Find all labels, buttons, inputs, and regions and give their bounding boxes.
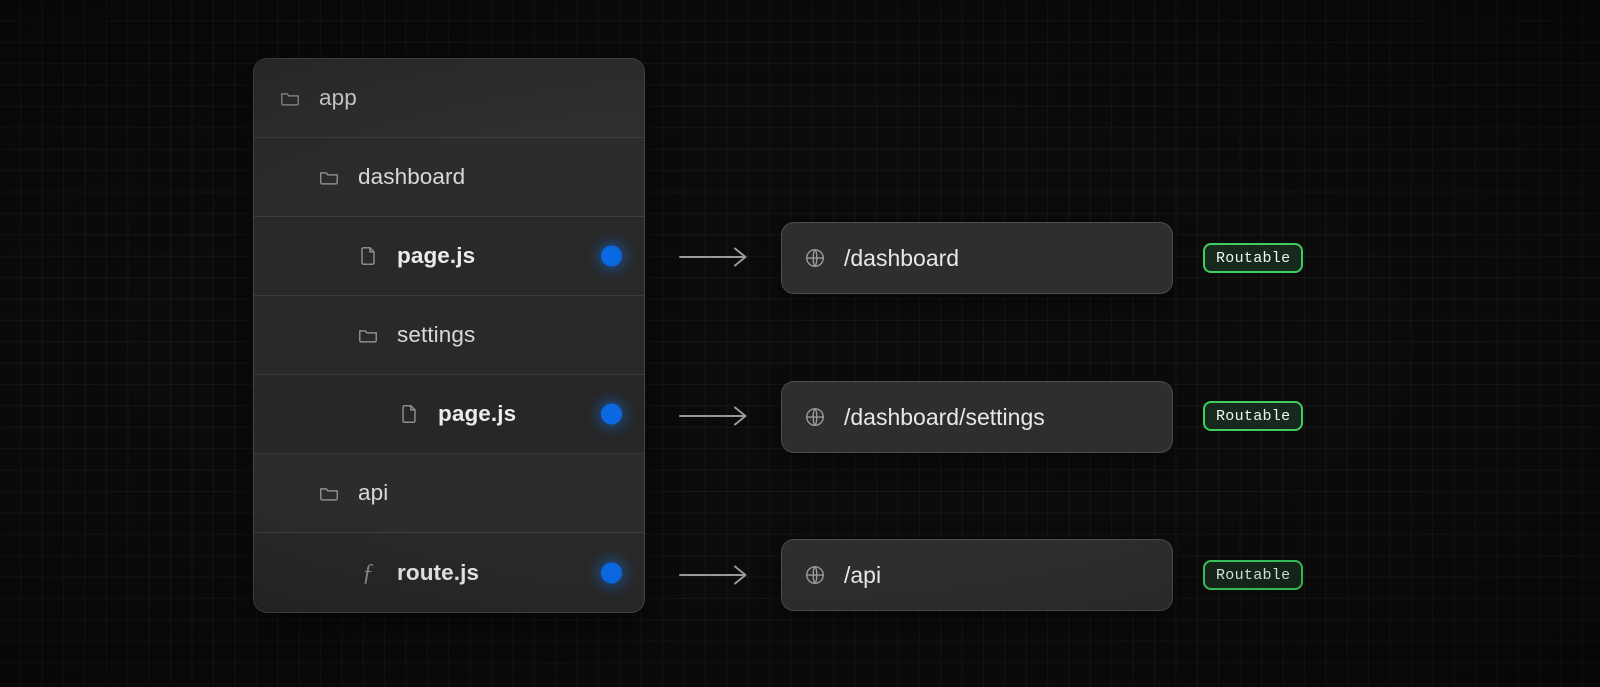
route-path: /dashboard/settings [844, 403, 1045, 430]
tree-row-dashboard[interactable]: dashboard [254, 138, 644, 217]
tree-row-label: api [358, 480, 389, 505]
file-tree-panel: app dashboard page.js settings page.js a… [253, 58, 645, 613]
tree-row-settings-page[interactable]: page.js [254, 375, 644, 454]
folder-icon [357, 324, 379, 346]
tree-row-label: page.js [397, 243, 476, 268]
folder-icon [279, 87, 301, 109]
tree-row-api[interactable]: api [254, 454, 644, 533]
route-card-dashboard[interactable]: /dashboard [781, 222, 1173, 294]
tree-row-label: app [319, 85, 357, 110]
function-icon: ƒ [362, 559, 374, 586]
tree-row-api-route[interactable]: ƒ route.js [254, 533, 644, 612]
folder-icon [318, 166, 340, 188]
arrow-right-icon [679, 245, 749, 269]
tree-row-app[interactable]: app [254, 59, 644, 138]
arrow-right-icon [679, 563, 749, 587]
route-path: /dashboard [844, 244, 960, 271]
routable-indicator-dot [601, 403, 622, 425]
folder-icon [318, 482, 340, 504]
file-icon [357, 245, 379, 267]
globe-icon [804, 247, 826, 269]
tree-row-label: settings [397, 322, 476, 347]
tree-row-label: dashboard [358, 164, 466, 189]
status-badge: Routable [1203, 401, 1304, 431]
route-card-api[interactable]: /api [781, 539, 1173, 611]
status-badge: Routable [1203, 560, 1304, 590]
route-card-dashboard-settings[interactable]: /dashboard/settings [781, 381, 1173, 453]
globe-icon [804, 406, 826, 428]
globe-icon [804, 564, 826, 586]
tree-row-dashboard-page[interactable]: page.js [254, 217, 644, 296]
routable-indicator-dot [601, 245, 622, 267]
arrow-right-icon [679, 404, 749, 428]
routable-indicator-dot [601, 562, 622, 583]
tree-row-label: route.js [397, 559, 480, 585]
route-path: /api [844, 561, 882, 588]
tree-row-settings[interactable]: settings [254, 296, 644, 375]
tree-row-label: page.js [438, 401, 517, 426]
status-badge: Routable [1203, 243, 1304, 273]
file-icon [398, 403, 420, 425]
